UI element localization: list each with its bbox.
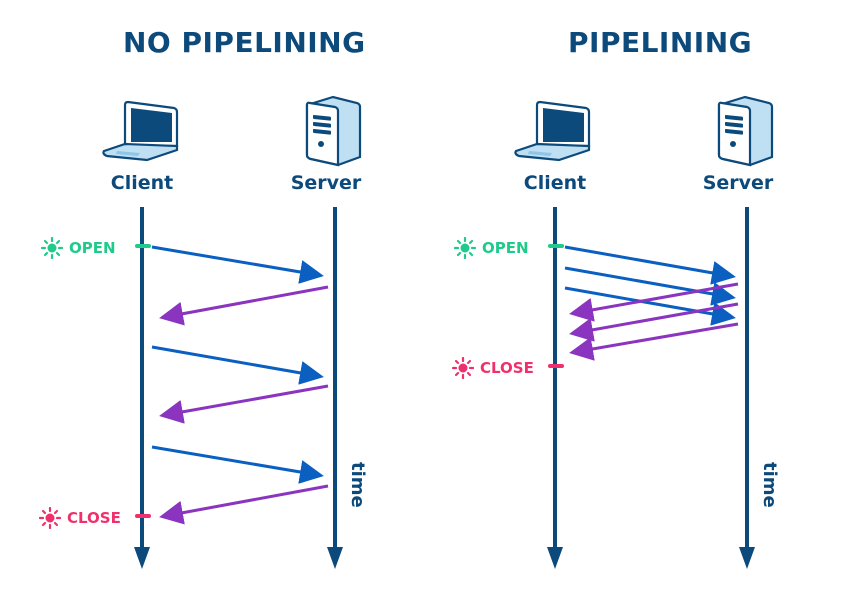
close-label: CLOSE	[67, 509, 121, 527]
response-arrow	[159, 484, 329, 525]
sun-icon	[39, 507, 61, 529]
request-arrow	[564, 266, 736, 306]
open-label: OPEN	[482, 239, 529, 257]
laptop-icon	[102, 100, 179, 162]
lifeline-client-pipelining	[547, 207, 563, 569]
close-label: CLOSE	[480, 359, 534, 377]
close-marker-pipelining: CLOSE	[452, 357, 534, 379]
title-pipelining: PIPELINING	[568, 26, 753, 59]
request-arrow	[151, 345, 324, 385]
server-label-pipelining: Server	[702, 172, 774, 194]
laptop-icon	[514, 100, 591, 162]
lifeline-client-no-pipelining	[134, 207, 150, 569]
request-arrow	[564, 245, 736, 285]
lifeline-server-pipelining	[739, 207, 755, 569]
server-tower-icon	[305, 95, 362, 167]
sun-icon	[452, 357, 474, 379]
close-marker-no-pipelining: CLOSE	[39, 507, 121, 529]
request-arrow	[564, 286, 736, 326]
request-arrow	[151, 445, 324, 484]
response-arrow	[569, 282, 739, 322]
sun-icon	[41, 237, 63, 259]
client-label-pipelining: Client	[523, 172, 587, 194]
lifeline-server-no-pipelining	[327, 207, 343, 569]
open-marker-pipelining: OPEN	[454, 237, 529, 259]
response-arrow	[159, 285, 329, 326]
server-tower-icon	[717, 95, 774, 167]
response-arrow	[569, 322, 739, 361]
response-arrow	[569, 302, 739, 342]
title-no-pipelining: NO PIPELINING	[123, 26, 366, 59]
sun-icon	[454, 237, 476, 259]
server-label-no-pipelining: Server	[290, 172, 362, 194]
response-arrow	[159, 384, 329, 424]
open-label: OPEN	[69, 239, 116, 257]
client-label-no-pipelining: Client	[110, 172, 174, 194]
open-marker-no-pipelining: OPEN	[41, 237, 116, 259]
request-arrow	[151, 245, 324, 284]
